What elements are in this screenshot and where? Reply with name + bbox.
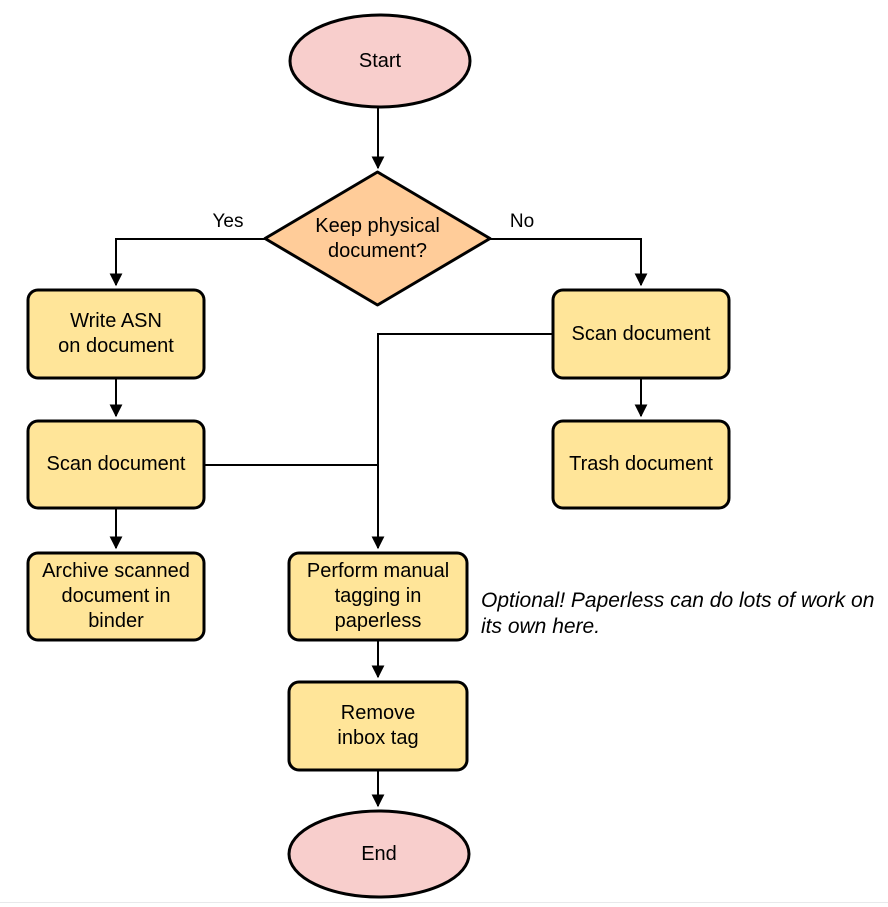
edge-scan-right-to-tagging <box>371 333 553 550</box>
trash-document-node <box>551 419 731 510</box>
edge-no-to-scan-right <box>490 238 648 287</box>
scan-document-right-node <box>551 288 731 380</box>
scan-document-left-node <box>26 419 206 510</box>
edge-label-no: No <box>509 211 535 232</box>
remove-inbox-tag-node <box>287 680 469 772</box>
manual-tagging-node <box>287 551 469 642</box>
start-node <box>288 13 472 109</box>
edge-yes-to-write-asn <box>109 238 265 287</box>
edge-label-yes: Yes <box>212 211 244 232</box>
archive-scanned-node <box>26 551 206 642</box>
page-bottom-divider <box>0 902 888 903</box>
annotation-text-line: Optional! Paperless can do lots of work … <box>481 589 875 612</box>
end-node <box>287 809 471 899</box>
optional-annotation: Optional! Paperless can do lots of work … <box>481 588 885 640</box>
decision-keep-physical-node <box>263 170 492 307</box>
write-asn-node <box>26 288 206 380</box>
annotation-text-line: its own here. <box>481 615 601 638</box>
